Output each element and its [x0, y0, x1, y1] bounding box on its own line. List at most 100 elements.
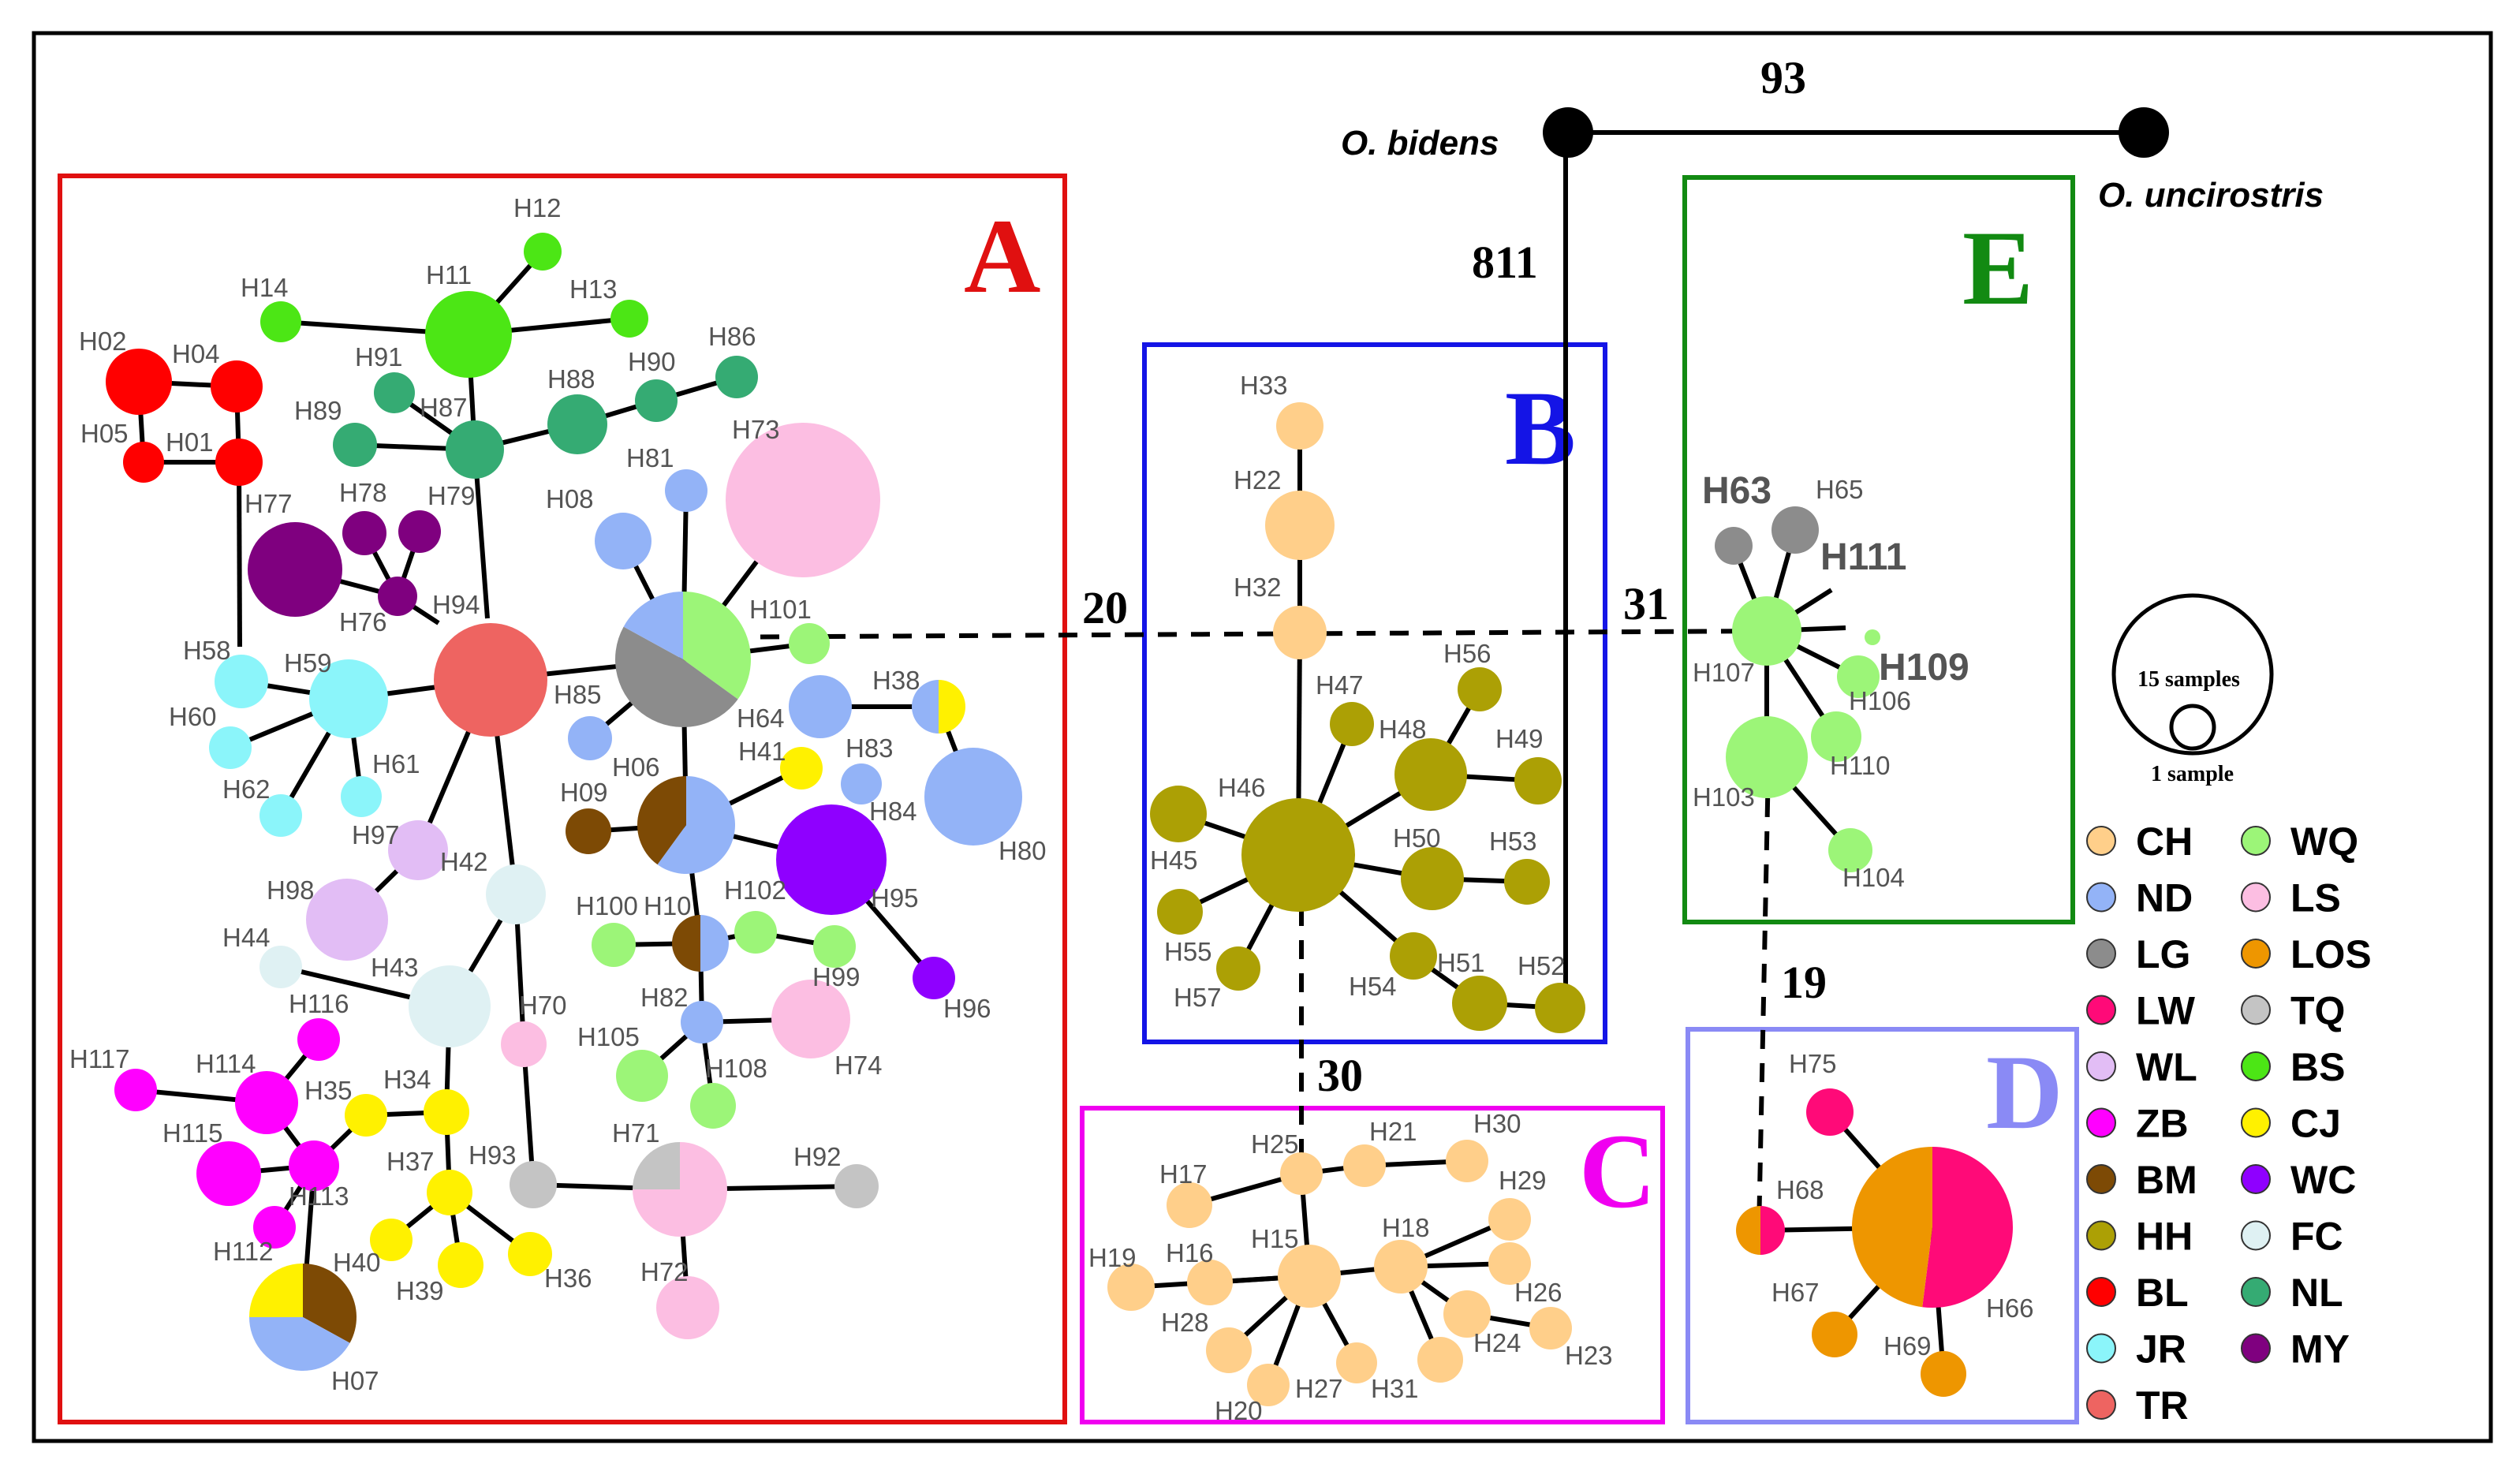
haplotype-node-h09: [566, 808, 611, 854]
o-bidens-label: O. bidens: [1341, 124, 1499, 162]
haplotype-label-h73: H73: [732, 415, 780, 444]
haplotype-node-h85: [568, 716, 612, 760]
haplotype-node-h02: [106, 349, 172, 415]
haplotype-node-h42: [486, 864, 546, 924]
haplotype-node-h48: [1394, 738, 1467, 811]
haplotype-label-h98: H98: [267, 875, 315, 905]
o-uncirostris-label: O. uncirostris: [2098, 176, 2324, 215]
clade-c-label: C: [1579, 1113, 1656, 1230]
legend-swatch-hh: [2086, 1220, 2116, 1251]
haplotype-label-h24: H24: [1473, 1328, 1521, 1357]
haplotype-node-h112: [253, 1206, 296, 1249]
scale-small-label: 1 sample: [2151, 762, 2234, 786]
haplotype-label-h53: H53: [1489, 827, 1537, 856]
haplotype-label-h76: H76: [339, 607, 387, 636]
haplotype-label-h52: H52: [1518, 951, 1566, 980]
edge: [237, 461, 242, 648]
haplotype-label-h75: H75: [1789, 1049, 1837, 1078]
haplotype-label-h29: H29: [1499, 1166, 1547, 1195]
haplotype-label-h25: H25: [1251, 1129, 1299, 1159]
haplotype-label-h109: H109: [1879, 647, 1969, 689]
haplotype-node-h68: [1736, 1206, 1785, 1255]
haplotype-node-h106: [1837, 655, 1880, 698]
haplotype-label-h91: H91: [355, 342, 403, 371]
haplotype-label-h106: H106: [1849, 686, 1911, 715]
haplotype-label-h16: H16: [1166, 1238, 1214, 1267]
haplotype-label-h93: H93: [469, 1140, 517, 1170]
legend-swatch-cj: [2241, 1107, 2271, 1138]
legend-swatch-wq: [2241, 826, 2271, 856]
haplotype-label-h85: H85: [554, 680, 602, 709]
haplotype-node-h71: [633, 1142, 727, 1237]
legend-swatch-bm: [2086, 1164, 2116, 1194]
legend-label-wc: WC: [2290, 1158, 2356, 1202]
haplotype-label-h43: H43: [371, 953, 419, 982]
haplotype-label-h82: H82: [640, 983, 689, 1012]
haplotype-node-h19: [1107, 1264, 1155, 1311]
haplotype-label-h92: H92: [793, 1142, 842, 1171]
haplotype-node-h12: [524, 233, 562, 271]
haplotype-label-h113: H113: [289, 1181, 349, 1211]
haplotype-node-h50: [1401, 847, 1464, 910]
haplotype-node-h41: [780, 747, 823, 790]
legend-swatch-jr: [2086, 1333, 2116, 1364]
haplotype-label-h27: H27: [1295, 1374, 1343, 1403]
haplotype-label-h55: H55: [1164, 937, 1212, 966]
haplotype-node-h58: [215, 655, 268, 708]
haplotype-node-h30: [1446, 1140, 1488, 1182]
haplotype-label-h67: H67: [1771, 1278, 1820, 1307]
haplotype-label-h51: H51: [1437, 948, 1485, 977]
haplotype-label-h26: H26: [1514, 1278, 1562, 1307]
haplotype-node-h36: [508, 1232, 552, 1276]
haplotype-node-h69: [1921, 1351, 1966, 1397]
haplotype-label-h117: H117: [69, 1044, 129, 1073]
haplotype-node-h110: [1811, 711, 1861, 762]
haplotype-node-h103: [1726, 716, 1808, 798]
o-uncirostris-node: [2119, 107, 2169, 158]
haplotype-label-h87: H87: [420, 393, 468, 422]
haplotype-label-h33: H33: [1240, 371, 1288, 400]
legend-label-wl: WL: [2136, 1045, 2197, 1089]
haplotype-node-h32: [1273, 606, 1327, 659]
haplotype-node-h63: [1715, 527, 1753, 565]
haplotype-label-h31: H31: [1371, 1374, 1419, 1403]
haplotype-label-h62: H62: [222, 775, 271, 804]
haplotype-label-h32: H32: [1234, 573, 1282, 602]
haplotype-node-h70: [501, 1021, 547, 1067]
legend-label-bm: BM: [2136, 1158, 2197, 1202]
haplotype-node-h116: [297, 1018, 340, 1061]
network-edges: [135, 249, 1946, 1387]
legend-label-cj: CJ: [2290, 1102, 2341, 1146]
haplotype-nodes: [106, 233, 2014, 1406]
legend-label-tr: TR: [2136, 1383, 2189, 1428]
haplotype-node-h27: [1336, 1342, 1377, 1383]
haplotype-node-h51: [1452, 976, 1507, 1031]
legend-swatch-nd: [2086, 882, 2116, 913]
legend-label-nl: NL: [2290, 1271, 2343, 1315]
haplotype-label-h114: H114: [196, 1049, 256, 1078]
haplotype-node-h39: [438, 1242, 483, 1288]
haplotype-node-h105: [616, 1050, 668, 1102]
haplotype-label-h59: H59: [284, 648, 332, 678]
haplotype-node-h117: [114, 1069, 157, 1111]
clade-e-label: E: [1962, 210, 2033, 327]
haplotype-node-h114: [235, 1071, 298, 1134]
haplotype-label-h72: H72: [640, 1257, 689, 1286]
legend-label-ls: LS: [2290, 876, 2341, 920]
haplotype-node-h07: [249, 1264, 357, 1372]
steps-19: 19: [1781, 957, 1827, 1008]
legend-label-los: LOS: [2290, 932, 2372, 976]
haplotype-label-h107: H107: [1693, 658, 1755, 687]
haplotype-node-h80: [924, 748, 1022, 846]
haplotype-label-h13: H13: [569, 274, 618, 304]
haplotype-label-h100: H100: [576, 891, 638, 920]
haplotype-node-h88: [547, 394, 607, 454]
legend-swatch-bl: [2086, 1277, 2116, 1307]
haplotype-node-h113: [289, 1140, 339, 1191]
clade-a-box: [58, 174, 1067, 1424]
legend-swatch-lg: [2086, 939, 2116, 969]
haplotype-label-h44: H44: [222, 923, 271, 952]
haplotype-node-h64: [789, 675, 852, 738]
